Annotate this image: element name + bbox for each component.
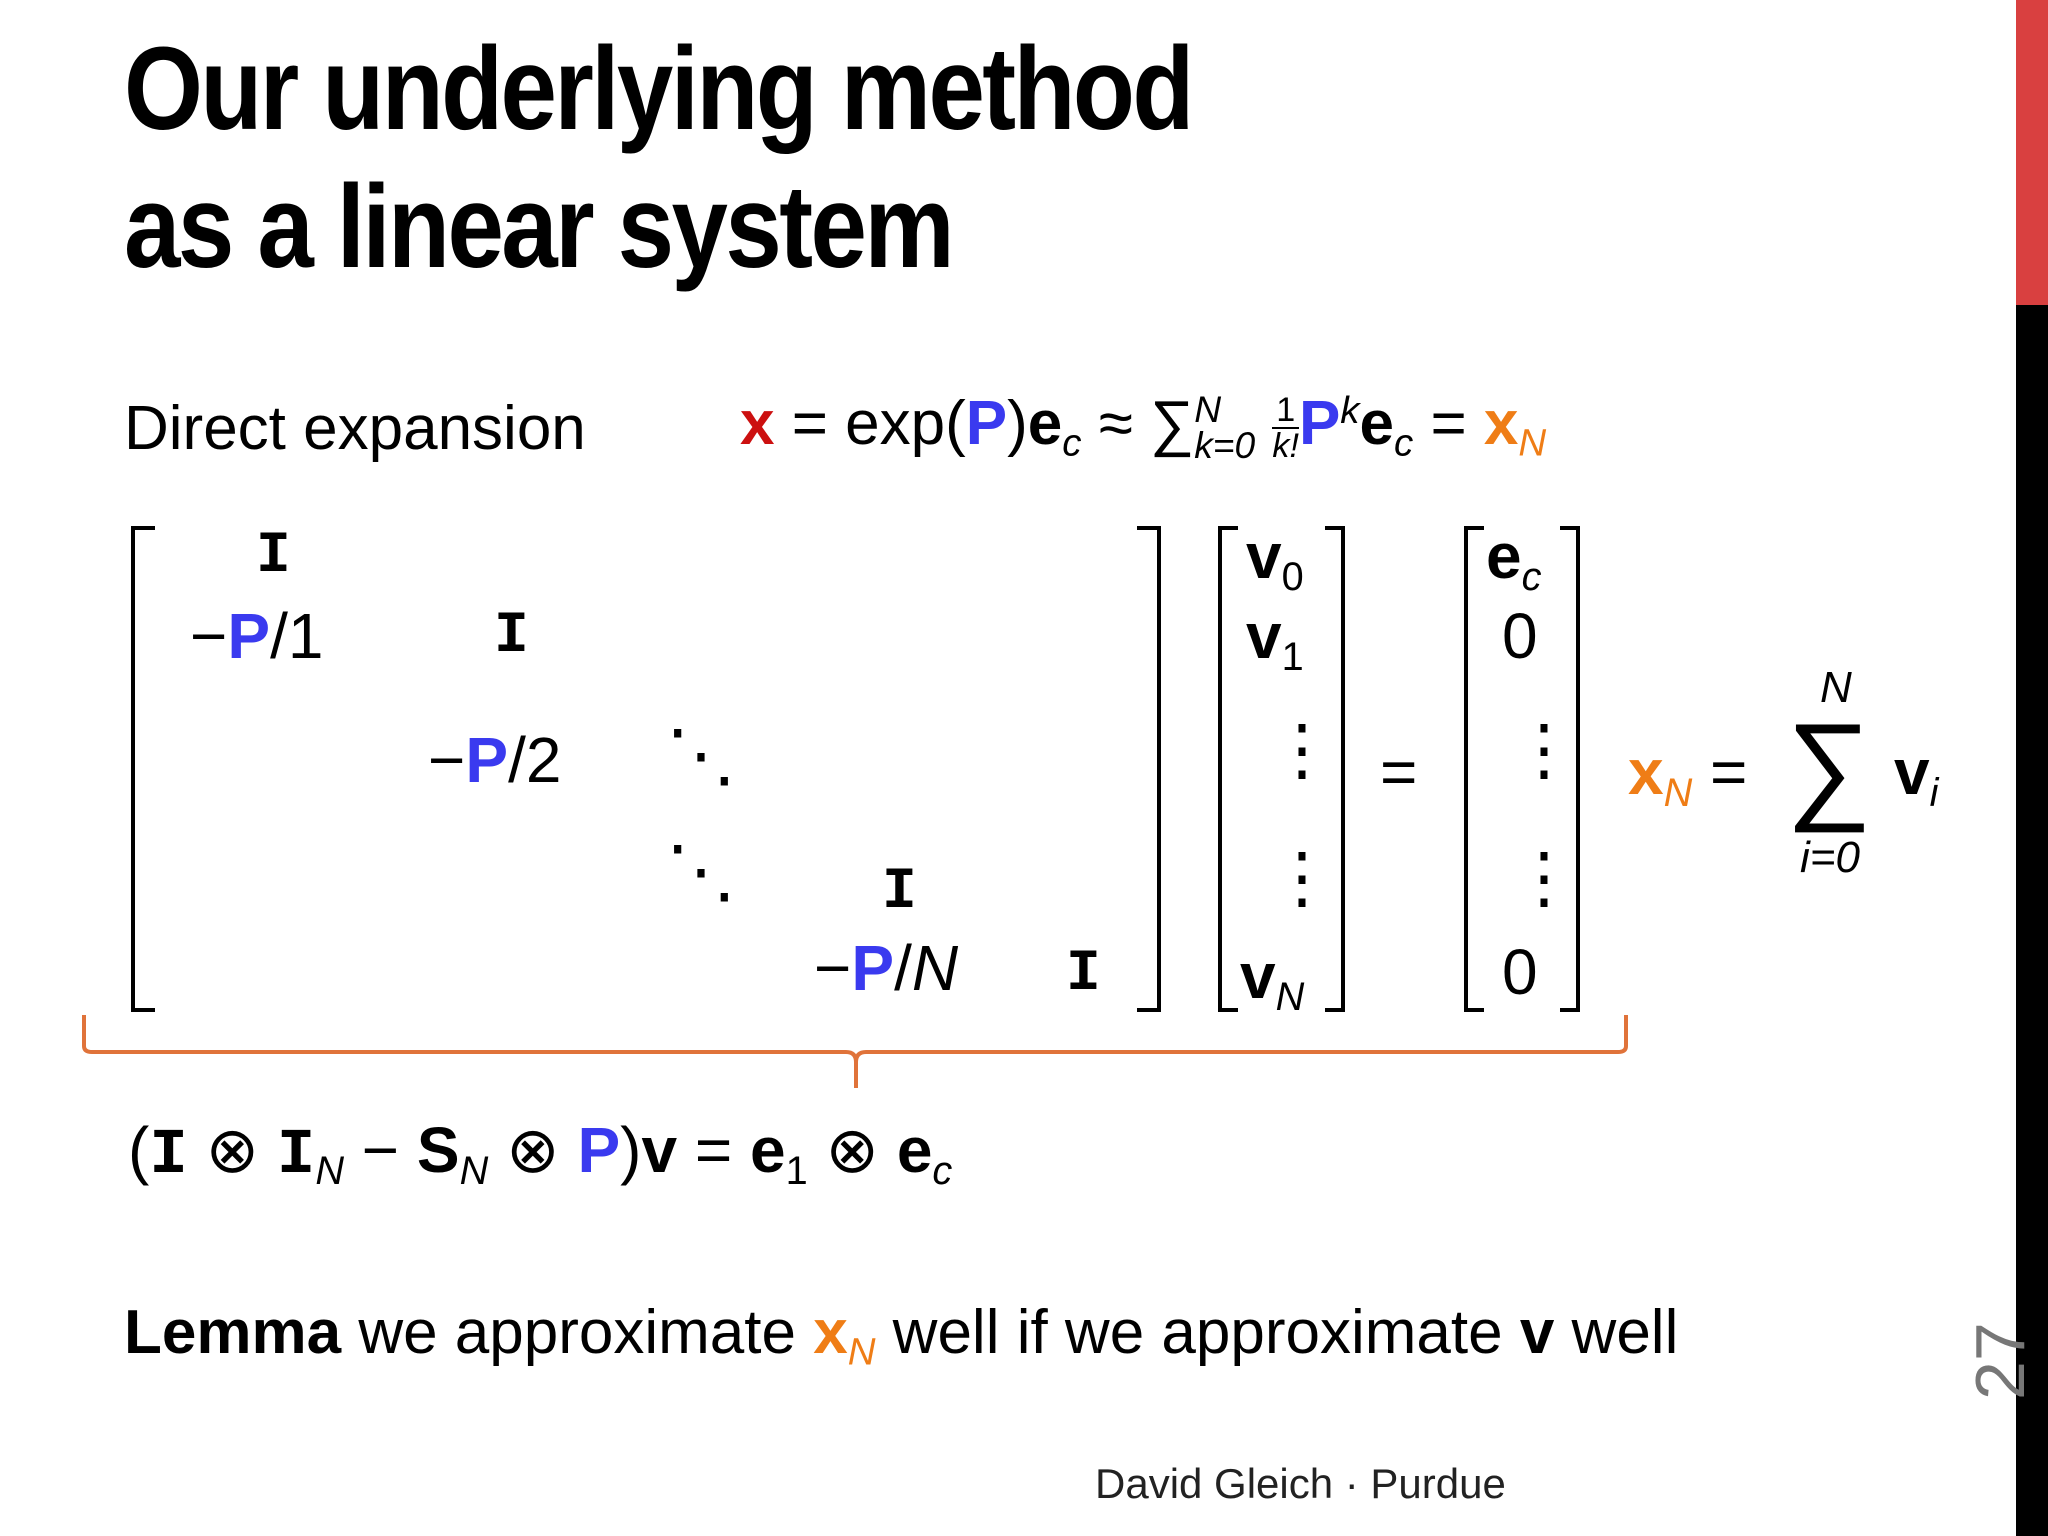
matrix-right-bracket xyxy=(1137,526,1161,1012)
vector-v-0: v0 xyxy=(1246,520,1304,599)
sum-rule-v: vi xyxy=(1894,736,1939,815)
vector-e-left-bracket xyxy=(1464,526,1484,1012)
matrix-ddots-1: ⋱ xyxy=(666,716,736,794)
N-subscript: N xyxy=(1518,421,1547,465)
k-superscript: k xyxy=(1340,389,1360,432)
vector-v-vdots-1: ⋮ xyxy=(1268,712,1336,788)
vector-v-left-bracket xyxy=(1218,526,1238,1012)
sum-upper-limit: N xyxy=(1194,388,1222,431)
e-symbol: e xyxy=(1027,389,1063,459)
c-subscript: c xyxy=(1394,421,1414,465)
slide-title-line-1: Our underlying method xyxy=(124,23,1194,155)
slide-title-line-2: as a linear system xyxy=(124,161,955,293)
P-symbol: P xyxy=(965,389,1008,459)
direct-expansion-label: Direct expansion xyxy=(124,394,586,463)
page-number: 27 xyxy=(1961,1322,2039,1400)
system-equals-sign: = xyxy=(1380,736,1418,808)
exp-text: = exp( xyxy=(791,389,966,459)
matrix-left-bracket xyxy=(131,526,155,1012)
matrix-I-4: I xyxy=(1066,942,1101,1007)
c-subscript: c xyxy=(1062,421,1082,465)
frac-numerator: 1 xyxy=(1272,393,1299,429)
sidebar-accent-red xyxy=(2016,0,2048,305)
equals-sign: = xyxy=(1430,389,1467,459)
sidebar-accent-black xyxy=(2016,305,2048,1536)
x-symbol: x xyxy=(740,389,775,459)
close-paren: ) xyxy=(1007,389,1028,459)
kronecker-equation: (I ⊗ IN − SN ⊗ P)v = e1 ⊗ ec xyxy=(128,1114,953,1193)
sum-rule-lhs: xN = xyxy=(1628,736,1748,815)
vector-e-vdots-2: ⋮ xyxy=(1510,840,1578,916)
sum-rule-upper: N xyxy=(1820,663,1852,712)
xN-symbol: x xyxy=(1483,389,1519,459)
matrix-I-2: I xyxy=(494,604,529,669)
sum-rule-sigma: ∑ xyxy=(1786,699,1872,833)
matrix-ddots-2: ⋱ xyxy=(666,832,736,910)
vector-v-N: vN xyxy=(1240,940,1305,1019)
lemma-text: Lemma we approximate xN well if we appro… xyxy=(124,1298,1679,1374)
matrix-P1: −P/1 xyxy=(190,600,324,672)
P-symbol: P xyxy=(1298,389,1341,459)
vector-v-vdots-2: ⋮ xyxy=(1268,840,1336,916)
matrix-I-1: I xyxy=(256,524,291,589)
footer-credit: David Gleich · Purdue xyxy=(1095,1460,1506,1507)
sum-rule-lower: i=0 xyxy=(1800,833,1860,882)
matrix-I-3: I xyxy=(882,860,917,925)
vector-v-1: v1 xyxy=(1246,600,1304,679)
approx-sign: ≈ xyxy=(1098,389,1133,459)
vector-v-right-bracket xyxy=(1325,526,1345,1012)
matrix-PN: −P/N xyxy=(814,932,959,1004)
frac-denominator: k! xyxy=(1272,426,1299,465)
vector-e-c: ec xyxy=(1486,520,1542,599)
vector-e-zero-2: 0 xyxy=(1502,936,1538,1008)
vector-e-vdots-1: ⋮ xyxy=(1510,712,1578,788)
vector-e-zero-1: 0 xyxy=(1502,600,1538,672)
matrix-P2: −P/2 xyxy=(428,724,562,796)
underbrace xyxy=(82,1015,1628,1088)
sum-lower-limit: k=0 xyxy=(1194,423,1256,466)
vector-e-right-bracket xyxy=(1560,526,1580,1012)
sum-symbol: ∑ xyxy=(1149,389,1195,459)
e-symbol: e xyxy=(1359,389,1394,459)
